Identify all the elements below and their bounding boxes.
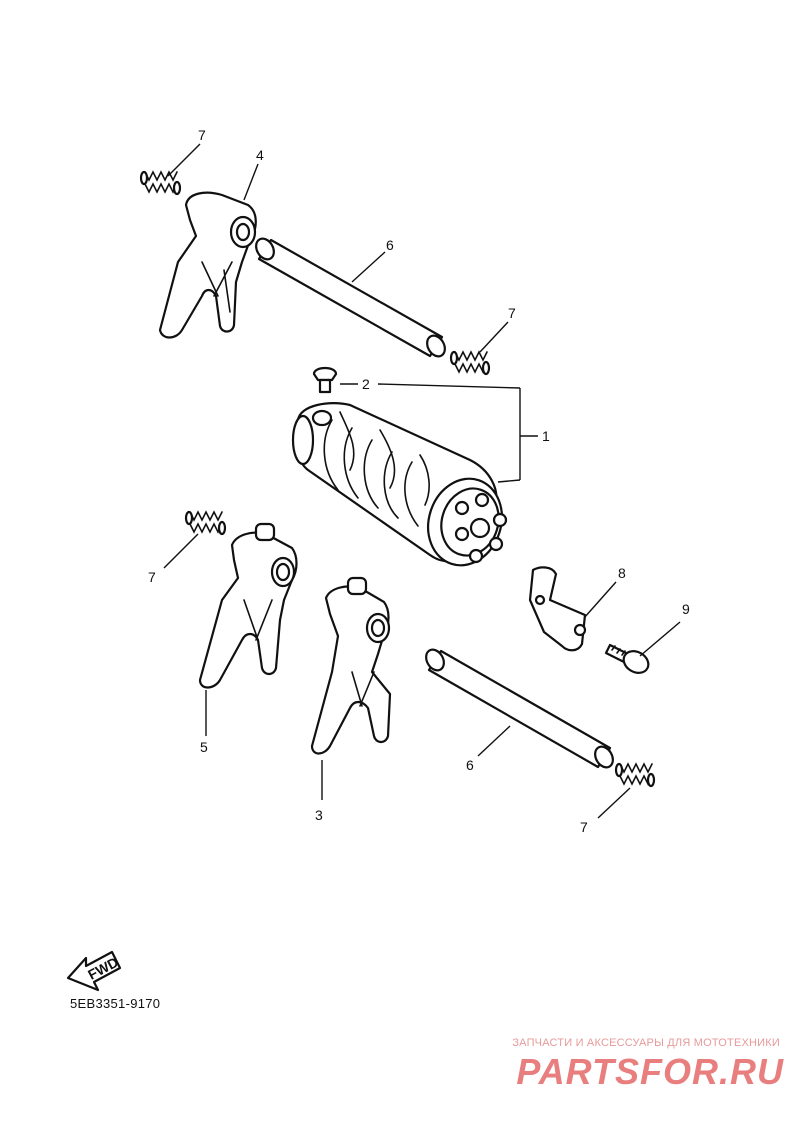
shift-drum-1 [291, 402, 508, 567]
stopper-plate-8 [528, 566, 587, 652]
diagram-code: 5EB3351-9170 [70, 996, 161, 1011]
callout-7: 7 [580, 819, 588, 835]
spring-7-top-right [449, 350, 491, 376]
callout-9: 9 [682, 601, 690, 617]
shift-rod-6-top [255, 237, 446, 358]
shift-fork-3 [310, 576, 392, 755]
callout-7: 7 [148, 569, 156, 585]
pin-2 [312, 366, 338, 394]
spring-7-bottom-right [614, 762, 656, 788]
spring-7-bottom-left [184, 510, 227, 536]
callout-6: 6 [466, 757, 474, 773]
watermark-logo: PARTSFOR.RU [516, 1051, 784, 1092]
callout-2: 2 [362, 376, 370, 392]
callout-7: 7 [198, 127, 206, 143]
callout-6: 6 [386, 237, 394, 253]
callout-8: 8 [618, 565, 626, 581]
bolt-9 [604, 643, 650, 674]
shift-fork-5 [198, 522, 298, 689]
watermark-tagline: ЗАПЧАСТИ И АКСЕССУАРЫ ДЛЯ МОТОТЕХНИКИ [512, 1037, 780, 1049]
callout-1: 1 [542, 428, 550, 444]
spring-7-top-left [139, 170, 182, 196]
callout-5: 5 [200, 739, 208, 755]
callout-4: 4 [256, 147, 264, 163]
callout-3: 3 [315, 807, 323, 823]
fwd-arrow-icon: FWD [66, 950, 122, 992]
shift-rod-6-bottom [425, 648, 614, 769]
shift-fork-4 [158, 191, 257, 339]
leader-lines [163, 143, 681, 819]
callout-7: 7 [508, 305, 516, 321]
